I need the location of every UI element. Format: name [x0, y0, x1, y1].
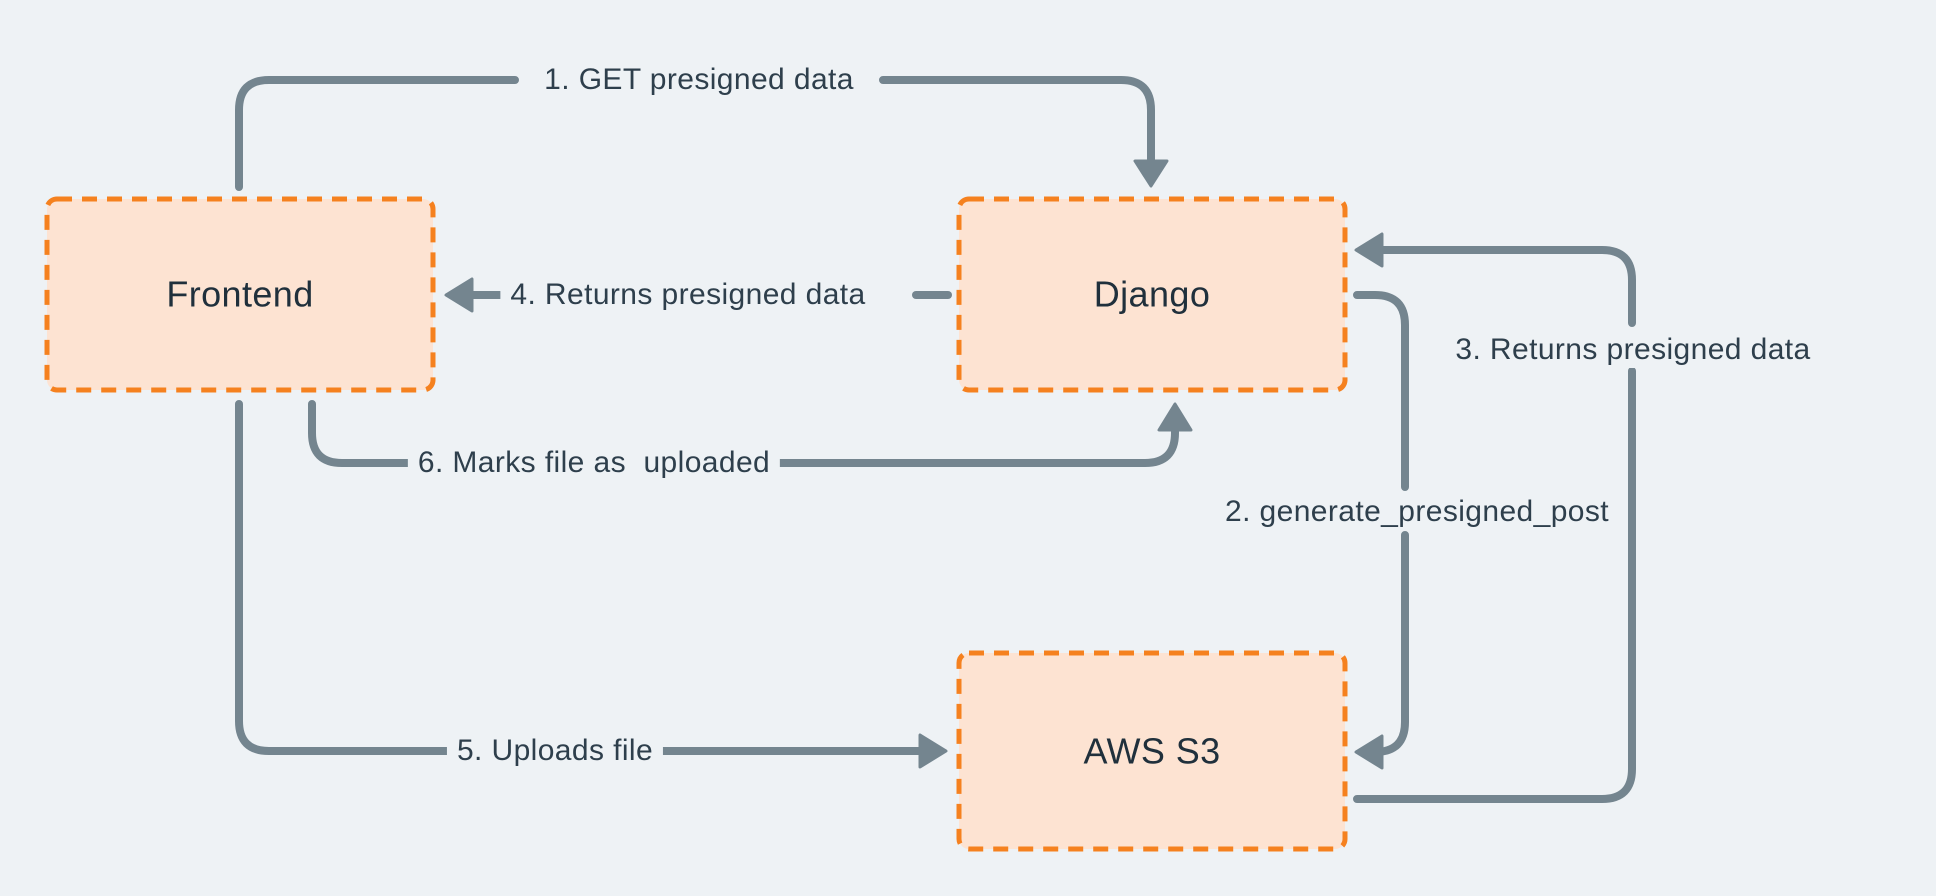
edge1-arrowhead-down-icon: [1133, 159, 1169, 188]
edge5-arrowhead-right-icon: [918, 733, 948, 769]
edge1-line-right: [879, 76, 1155, 164]
frontend-node-box: [44, 196, 436, 393]
aws-s3-node-label: AWS S3: [1083, 730, 1221, 772]
django-node-label: Django: [1093, 273, 1211, 315]
edge5-label: 5. Uploads file: [446, 733, 664, 769]
edge2-label: 2. generate_presigned_post: [1214, 494, 1620, 530]
edge6-label: 6. Marks file as uploaded: [407, 445, 781, 481]
edge2-line-top: [1353, 291, 1409, 491]
edge6-line-left: [308, 400, 445, 467]
edge3-arrowhead-left-icon: [1354, 232, 1384, 268]
edge2-arrowhead-left-icon: [1354, 734, 1384, 770]
edge1-line-left: [235, 76, 519, 191]
edge4-arrowhead-left-icon: [444, 277, 474, 313]
edge1-label: 1. GET presigned data: [534, 62, 864, 98]
django-node-box: [956, 196, 1348, 393]
edge6-line-right: [744, 426, 1179, 467]
edge2-line-bottom: [1371, 531, 1409, 756]
edge4-label: 4. Returns presigned data: [500, 277, 876, 313]
edge3-line-top: [1378, 246, 1636, 327]
aws-s3-node-box: [956, 650, 1348, 852]
edge6-arrowhead-up-icon: [1157, 402, 1193, 432]
frontend-node-label: Frontend: [166, 273, 314, 315]
edge5-line-left: [235, 400, 457, 755]
edge3-label: 3. Returns presigned data: [1445, 332, 1821, 368]
edge3-line-bottom: [1353, 367, 1636, 803]
